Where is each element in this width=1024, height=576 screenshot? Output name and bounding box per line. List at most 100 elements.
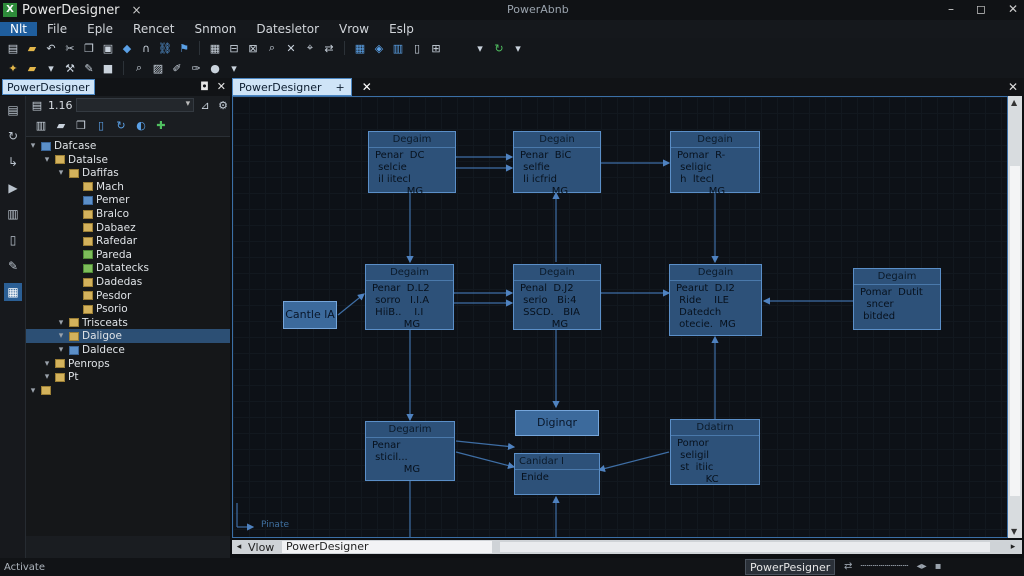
menu-nlt[interactable]: Nlt xyxy=(0,22,38,36)
play-icon[interactable]: ▶ xyxy=(8,181,18,195)
refresh-icon[interactable]: ↻ xyxy=(116,118,126,132)
tree-item[interactable]: ▾Dafcase xyxy=(28,139,97,153)
pin-icon[interactable]: ◘ xyxy=(200,80,209,93)
canvas-vertical-scrollbar[interactable]: ▲ ▼ xyxy=(1008,96,1022,538)
tree-item[interactable]: Dabaez xyxy=(70,221,136,235)
refresh-icon[interactable]: ↻ xyxy=(7,129,19,143)
expand-icon[interactable]: ▾ xyxy=(30,385,36,396)
star-icon[interactable]: ✦ xyxy=(8,61,18,75)
menu-snmon[interactable]: Snmon xyxy=(194,22,237,36)
copy-icon[interactable]: ❐ xyxy=(84,41,94,55)
cube-icon[interactable]: ◈ xyxy=(374,41,384,55)
status-app[interactable]: PowerPesigner xyxy=(745,559,836,575)
chart-icon[interactable]: ▥ xyxy=(7,207,19,221)
entity-box[interactable]: Degaim Pomar Dutit sncer bitded xyxy=(853,268,941,330)
scroll-down-icon[interactable]: ▼ xyxy=(1011,527,1018,536)
diamond-icon[interactable]: ◆ xyxy=(122,41,132,55)
tree-item[interactable]: Dadedas xyxy=(70,275,142,289)
scroll-thumb[interactable] xyxy=(1010,166,1020,496)
tree-item[interactable]: Pemer xyxy=(70,193,129,207)
expand-icon[interactable]: ▾ xyxy=(58,168,64,179)
expand-icon[interactable]: ▾ xyxy=(44,372,50,383)
panel-close-icon[interactable]: ✕ xyxy=(216,80,226,93)
tree-item[interactable]: ▾Trisceats xyxy=(56,316,128,330)
copy-icon[interactable]: ❐ xyxy=(76,118,86,132)
tree-item[interactable]: ▾ xyxy=(28,384,54,398)
brush-icon[interactable]: ✎ xyxy=(84,61,94,75)
tree-item[interactable]: ▾Dafifas xyxy=(56,166,119,180)
folder-icon[interactable]: ▰ xyxy=(56,118,66,132)
menu-datesletor[interactable]: Datesletor xyxy=(256,22,320,36)
toolbox-icon[interactable]: ▤ xyxy=(7,103,19,117)
table-icon[interactable]: ▦ xyxy=(209,41,221,55)
entity-box[interactable]: Canidar I Enide xyxy=(514,453,600,495)
horizontal-scroll-thumb[interactable] xyxy=(500,542,990,552)
tree-item[interactable]: Mach xyxy=(70,180,124,194)
magnet-icon[interactable]: ∩ xyxy=(141,41,151,55)
page-icon[interactable]: ▯ xyxy=(97,118,105,132)
add-icon[interactable]: ✚ xyxy=(156,118,166,132)
grid-icon[interactable]: ▥ xyxy=(392,41,404,55)
scroll-up-icon[interactable]: ▲ xyxy=(1011,98,1018,107)
pen-icon[interactable]: ✐ xyxy=(172,61,182,75)
minimize-button[interactable]: – xyxy=(947,2,954,16)
menu-rencet[interactable]: Rencet xyxy=(133,22,175,36)
undo-icon[interactable]: ↶ xyxy=(46,41,56,55)
expand-icon[interactable]: ▾ xyxy=(58,345,64,355)
cross-icon[interactable]: ✕ xyxy=(286,41,296,55)
entity-box[interactable]: Ddatirn Pomor seligil st itiic KC xyxy=(670,419,760,485)
folder-icon[interactable]: ▰ xyxy=(27,61,37,75)
document-tab[interactable]: PowerDesigner + xyxy=(232,78,352,96)
entity-box[interactable]: Degaim Penar D.L2 sorro I.I.A HiiB.. I.I… xyxy=(365,264,454,330)
document-close-icon[interactable]: ✕ xyxy=(1007,80,1018,94)
dropdown-icon[interactable]: ▾ xyxy=(48,61,54,75)
link-icon[interactable]: ⛓ xyxy=(158,41,172,55)
pen-icon[interactable]: ✎ xyxy=(7,259,19,273)
expand-icon[interactable]: ▾ xyxy=(58,317,64,328)
image-icon[interactable]: ▨ xyxy=(152,61,164,75)
page-icon[interactable]: ▯ xyxy=(413,41,421,55)
page-icon[interactable]: ⊞ xyxy=(431,41,441,55)
menu-vrow[interactable]: Vrow xyxy=(339,22,370,36)
tree-item[interactable]: ▾Penrops xyxy=(42,357,110,371)
tool-icon[interactable]: ⌖ xyxy=(306,41,314,54)
entity-box[interactable]: Degarim Penar sticil... MG xyxy=(365,421,455,481)
entity-box[interactable]: Degain Pomar R- seligic h ltecl MG xyxy=(670,131,760,197)
pin-icon[interactable]: + xyxy=(335,81,345,94)
expand-icon[interactable]: ▾ xyxy=(44,358,50,369)
dropdown-icon[interactable]: ▾ xyxy=(477,41,483,55)
tree-item[interactable]: Psorio xyxy=(70,302,128,316)
filter-icon[interactable]: ⊿ xyxy=(200,98,210,112)
settings-icon[interactable]: ⚙ xyxy=(218,98,228,112)
panel-tab[interactable]: PowerDesigner xyxy=(2,79,95,95)
cut-icon[interactable]: ✂ xyxy=(65,41,75,55)
layout-icon[interactable]: ▦ xyxy=(4,283,22,301)
tree-item[interactable]: Pesdor xyxy=(70,289,131,303)
expand-icon[interactable]: ▾ xyxy=(30,141,36,151)
close-button[interactable]: ✕ xyxy=(1007,2,1018,16)
entity-box[interactable]: Degain Penal D.J2 serio Bi:4 SSCD. BIA M… xyxy=(513,264,601,330)
note-box[interactable]: Diginqr xyxy=(515,410,599,436)
tree-item[interactable]: Bralco xyxy=(70,207,129,221)
maximize-button[interactable]: ◻ xyxy=(975,2,986,16)
expand-icon[interactable]: ▾ xyxy=(44,154,50,165)
table-icon[interactable]: ▦ xyxy=(354,41,366,55)
close-icon[interactable]: ⊠ xyxy=(248,41,258,55)
page-icon[interactable]: ▯ xyxy=(9,233,17,247)
paste-icon[interactable]: ▣ xyxy=(102,41,114,55)
view-label[interactable]: Vlow xyxy=(248,540,275,554)
split-icon[interactable]: ⊟ xyxy=(229,41,239,55)
note-box[interactable]: Cantle lA xyxy=(283,301,337,329)
new-icon[interactable]: ▥ xyxy=(35,118,47,132)
flag-icon[interactable]: ⚑ xyxy=(179,41,189,55)
entity-box[interactable]: Degain Pearut D.I2 Ride ILE Datedch otec… xyxy=(669,264,762,336)
dot-icon[interactable]: ● xyxy=(210,61,220,75)
tool-icon[interactable]: ⚒ xyxy=(65,61,75,75)
document-name[interactable]: PowerDesigner xyxy=(282,541,492,553)
tree-item[interactable]: ▾Datalse xyxy=(42,153,108,167)
search-icon[interactable]: ⌕ xyxy=(135,61,143,74)
tree-item[interactable]: Rafedar xyxy=(70,234,137,248)
zoom-icon[interactable]: ⌕ xyxy=(268,41,276,54)
tool-icon[interactable]: ⇄ xyxy=(324,41,334,55)
menu-eslp[interactable]: Eslp xyxy=(389,22,414,36)
